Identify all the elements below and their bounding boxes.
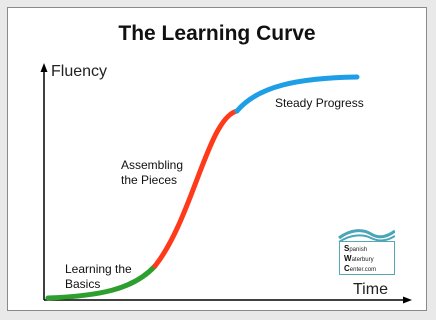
logo-initial-2: W [344, 254, 352, 263]
logo-rest-1: panish [349, 247, 368, 253]
stage-label-basics: Learning the Basics [65, 262, 132, 291]
logo-line-3: Center.com [344, 265, 376, 274]
slide: The Learning Curve Fluency Time Learning… [7, 7, 427, 311]
stage-label-assembling: Assembling the Pieces [121, 158, 184, 187]
logo-initial-1: S [344, 244, 350, 253]
logo-line-1: Spanish [344, 245, 367, 254]
learning-curve-diagram [40, 63, 412, 304]
logo-line-2: Waterbury [344, 255, 374, 264]
diagram-title: The Learning Curve [118, 22, 316, 45]
curve-segment-steady [234, 74, 360, 114]
logo-rest-3: enter.com [349, 267, 377, 273]
x-axis-arrowhead [403, 296, 412, 304]
stage-label-steady: Steady Progress [275, 96, 364, 110]
logo-initial-3: C [344, 264, 350, 273]
y-axis-label: Fluency [51, 63, 108, 80]
logo-rest-2: aterbury [351, 257, 374, 263]
curve-segment-basics [45, 263, 158, 301]
x-axis-label: Time [353, 281, 388, 298]
logo-box: Spanish Waterbury Center.com [339, 241, 395, 275]
swc-logo: Spanish Waterbury Center.com [337, 227, 395, 277]
y-axis-arrowhead [40, 63, 48, 72]
wave-icon [338, 229, 395, 243]
curve-segment-assembling [152, 108, 240, 269]
